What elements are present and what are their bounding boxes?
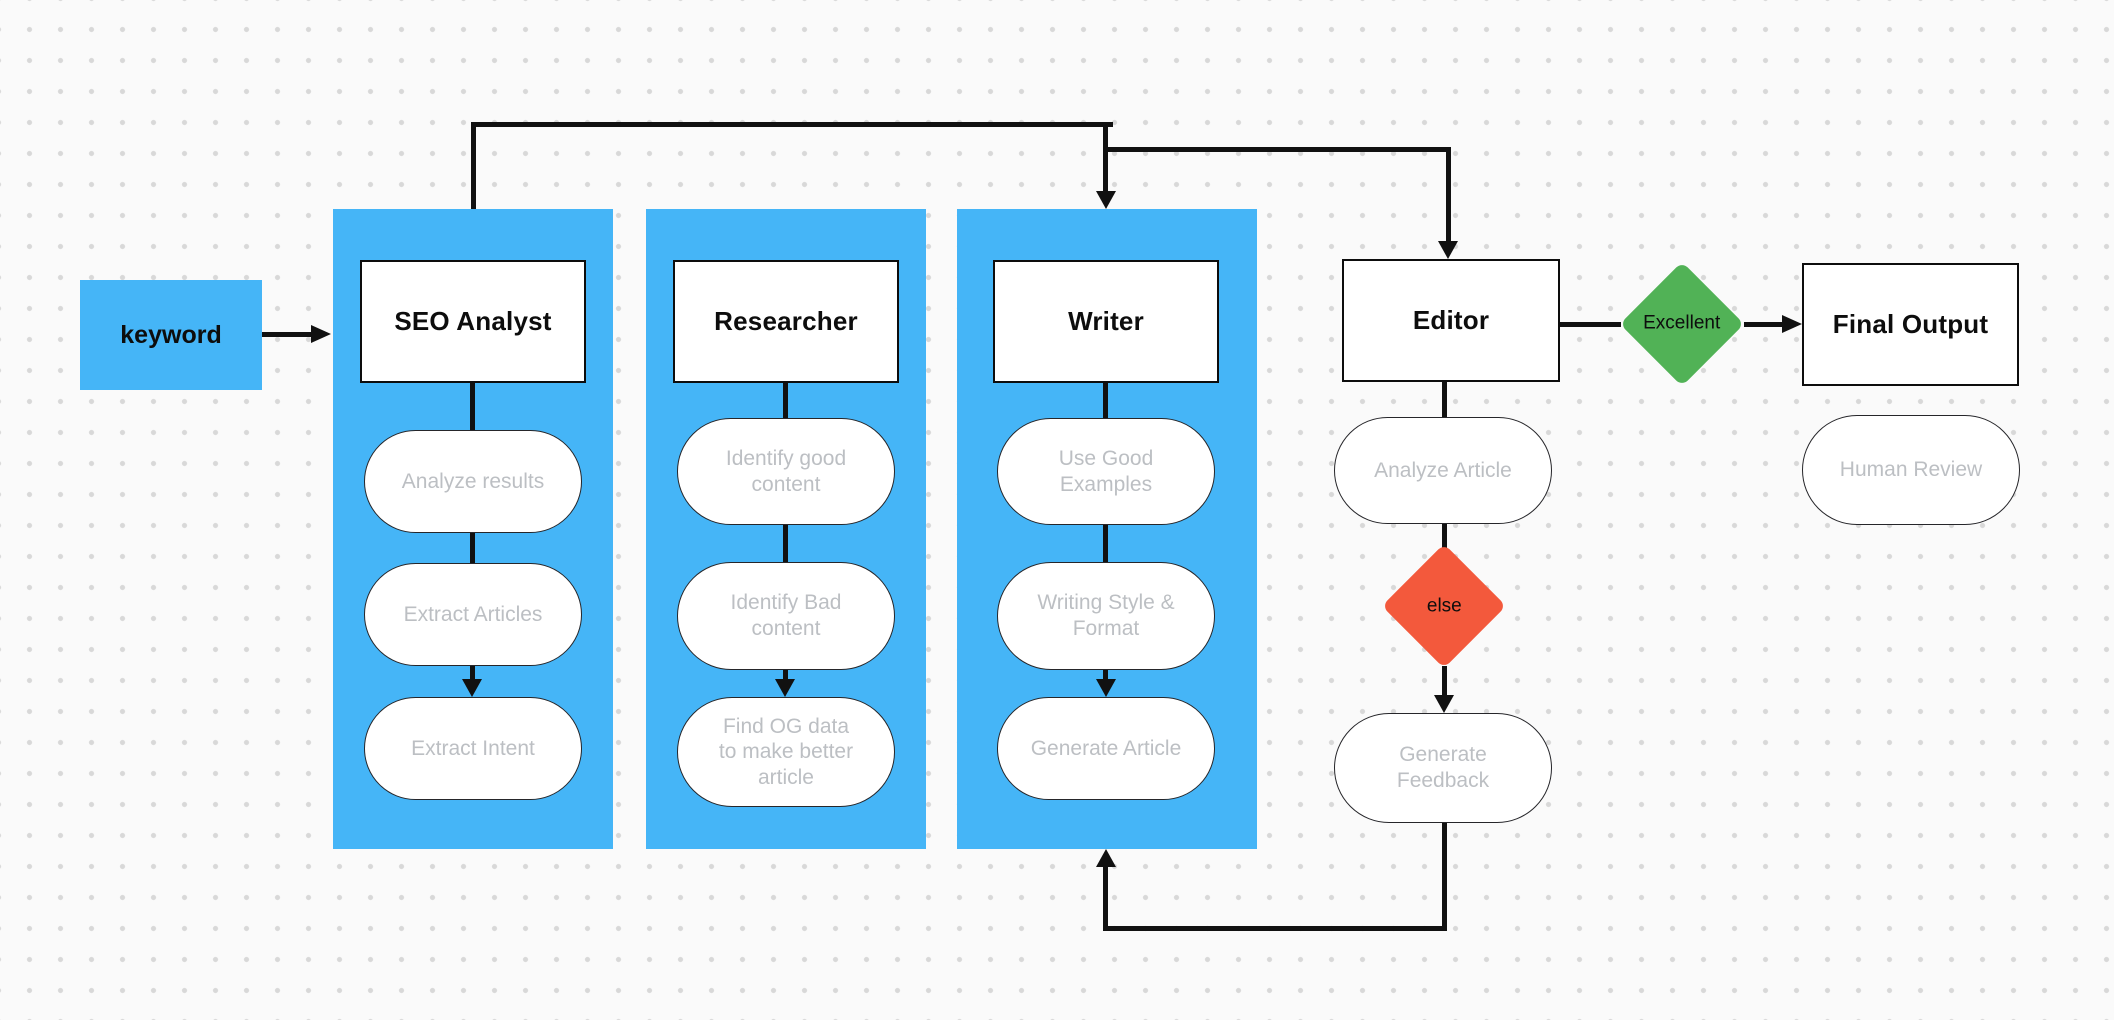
step-label: Identify Bad content (730, 591, 842, 640)
node-generate-article: Generate Article (997, 697, 1215, 800)
step-label: Analyze results (401, 469, 545, 493)
keyword-label: keyword (120, 320, 222, 349)
arrowhead-into-editor (1438, 241, 1458, 259)
node-keyword: keyword (80, 280, 262, 390)
arrowhead-into-generate-feedback (1434, 695, 1454, 713)
connector-res-2 (783, 525, 788, 562)
connector-seo-to-writer-horizontal (471, 122, 1113, 127)
connector-wri-2 (1103, 525, 1108, 562)
step-label: Use Good Examples (1058, 446, 1154, 496)
connector-seo-1 (470, 383, 475, 430)
step-label: Writing Style & Format (1037, 591, 1175, 640)
step-label: Human Review (1839, 458, 1983, 482)
node-final-output: Final Output (1802, 263, 2019, 386)
node-editor: Editor (1342, 259, 1560, 382)
decision-label: Excellent (1643, 312, 1721, 334)
arrowhead-into-extract-intent (462, 679, 482, 697)
node-writing-style-format: Writing Style & Format (997, 562, 1215, 670)
node-find-og-data: Find OG data to make better article (677, 697, 895, 807)
step-label: Analyze Article (1374, 458, 1512, 482)
feedback-loop-horizontal (1103, 926, 1447, 931)
node-analyze-results: Analyze results (364, 430, 582, 533)
connector-else-feedback (1442, 666, 1447, 697)
arrowhead-into-generate-article (1096, 679, 1116, 697)
node-researcher: Researcher (673, 260, 899, 383)
step-label: Generate Feedback (1396, 743, 1490, 792)
node-title: Editor (1412, 305, 1490, 335)
connector-res-1 (783, 383, 788, 418)
step-label: Extract Articles (403, 602, 543, 626)
connector-keyword-arrow (262, 332, 312, 337)
connector-seo-3 (470, 666, 475, 681)
connector-excellent-final (1744, 322, 1784, 327)
node-generate-feedback: Generate Feedback (1334, 713, 1552, 823)
arrowhead-into-writer-column (1096, 191, 1116, 209)
arrowhead-into-seo-column (311, 325, 331, 343)
connector-writer-down-vertical (1103, 122, 1108, 193)
arrowhead-into-find-og-data (775, 679, 795, 697)
connector-editor-down-vertical (1446, 147, 1451, 243)
connector-to-editor-horizontal (1103, 147, 1451, 152)
connector-seo-up-vertical (471, 122, 476, 209)
connector-editor-analyze (1442, 382, 1447, 418)
node-extract-articles: Extract Articles (364, 563, 582, 666)
node-identify-bad-content: Identify Bad content (677, 562, 895, 670)
decision-else: else (1381, 543, 1507, 669)
connector-seo-2 (470, 533, 475, 563)
node-title: SEO Analyst (394, 306, 552, 336)
step-label: Extract Intent (411, 736, 535, 760)
connector-wri-3 (1103, 670, 1108, 681)
node-seo-analyst: SEO Analyst (360, 260, 586, 383)
step-label: Identify good content (725, 446, 847, 496)
arrowhead-into-final-output (1782, 315, 1802, 333)
node-analyze-article: Analyze Article (1334, 417, 1552, 524)
connector-editor-excellent (1560, 322, 1621, 327)
decision-label: else (1426, 594, 1462, 616)
connector-res-3 (783, 670, 788, 681)
node-title: Final Output (1832, 309, 1989, 339)
step-label: Find OG data to make better article (718, 714, 854, 789)
node-human-review: Human Review (1802, 415, 2020, 525)
node-writer: Writer (993, 260, 1219, 383)
decision-excellent: Excellent (1619, 261, 1745, 387)
node-use-good-examples: Use Good Examples (997, 418, 1215, 525)
feedback-loop-up (1103, 865, 1108, 931)
node-title: Writer (1068, 306, 1144, 336)
step-label: Generate Article (1030, 736, 1182, 760)
node-identify-good-content: Identify good content (677, 418, 895, 525)
node-title: Researcher (714, 306, 858, 336)
feedback-loop-down (1442, 823, 1447, 931)
node-extract-intent: Extract Intent (364, 697, 582, 800)
connector-analyze-else (1442, 524, 1447, 554)
connector-wri-1 (1103, 383, 1108, 418)
arrowhead-into-writer-bottom (1096, 849, 1116, 867)
